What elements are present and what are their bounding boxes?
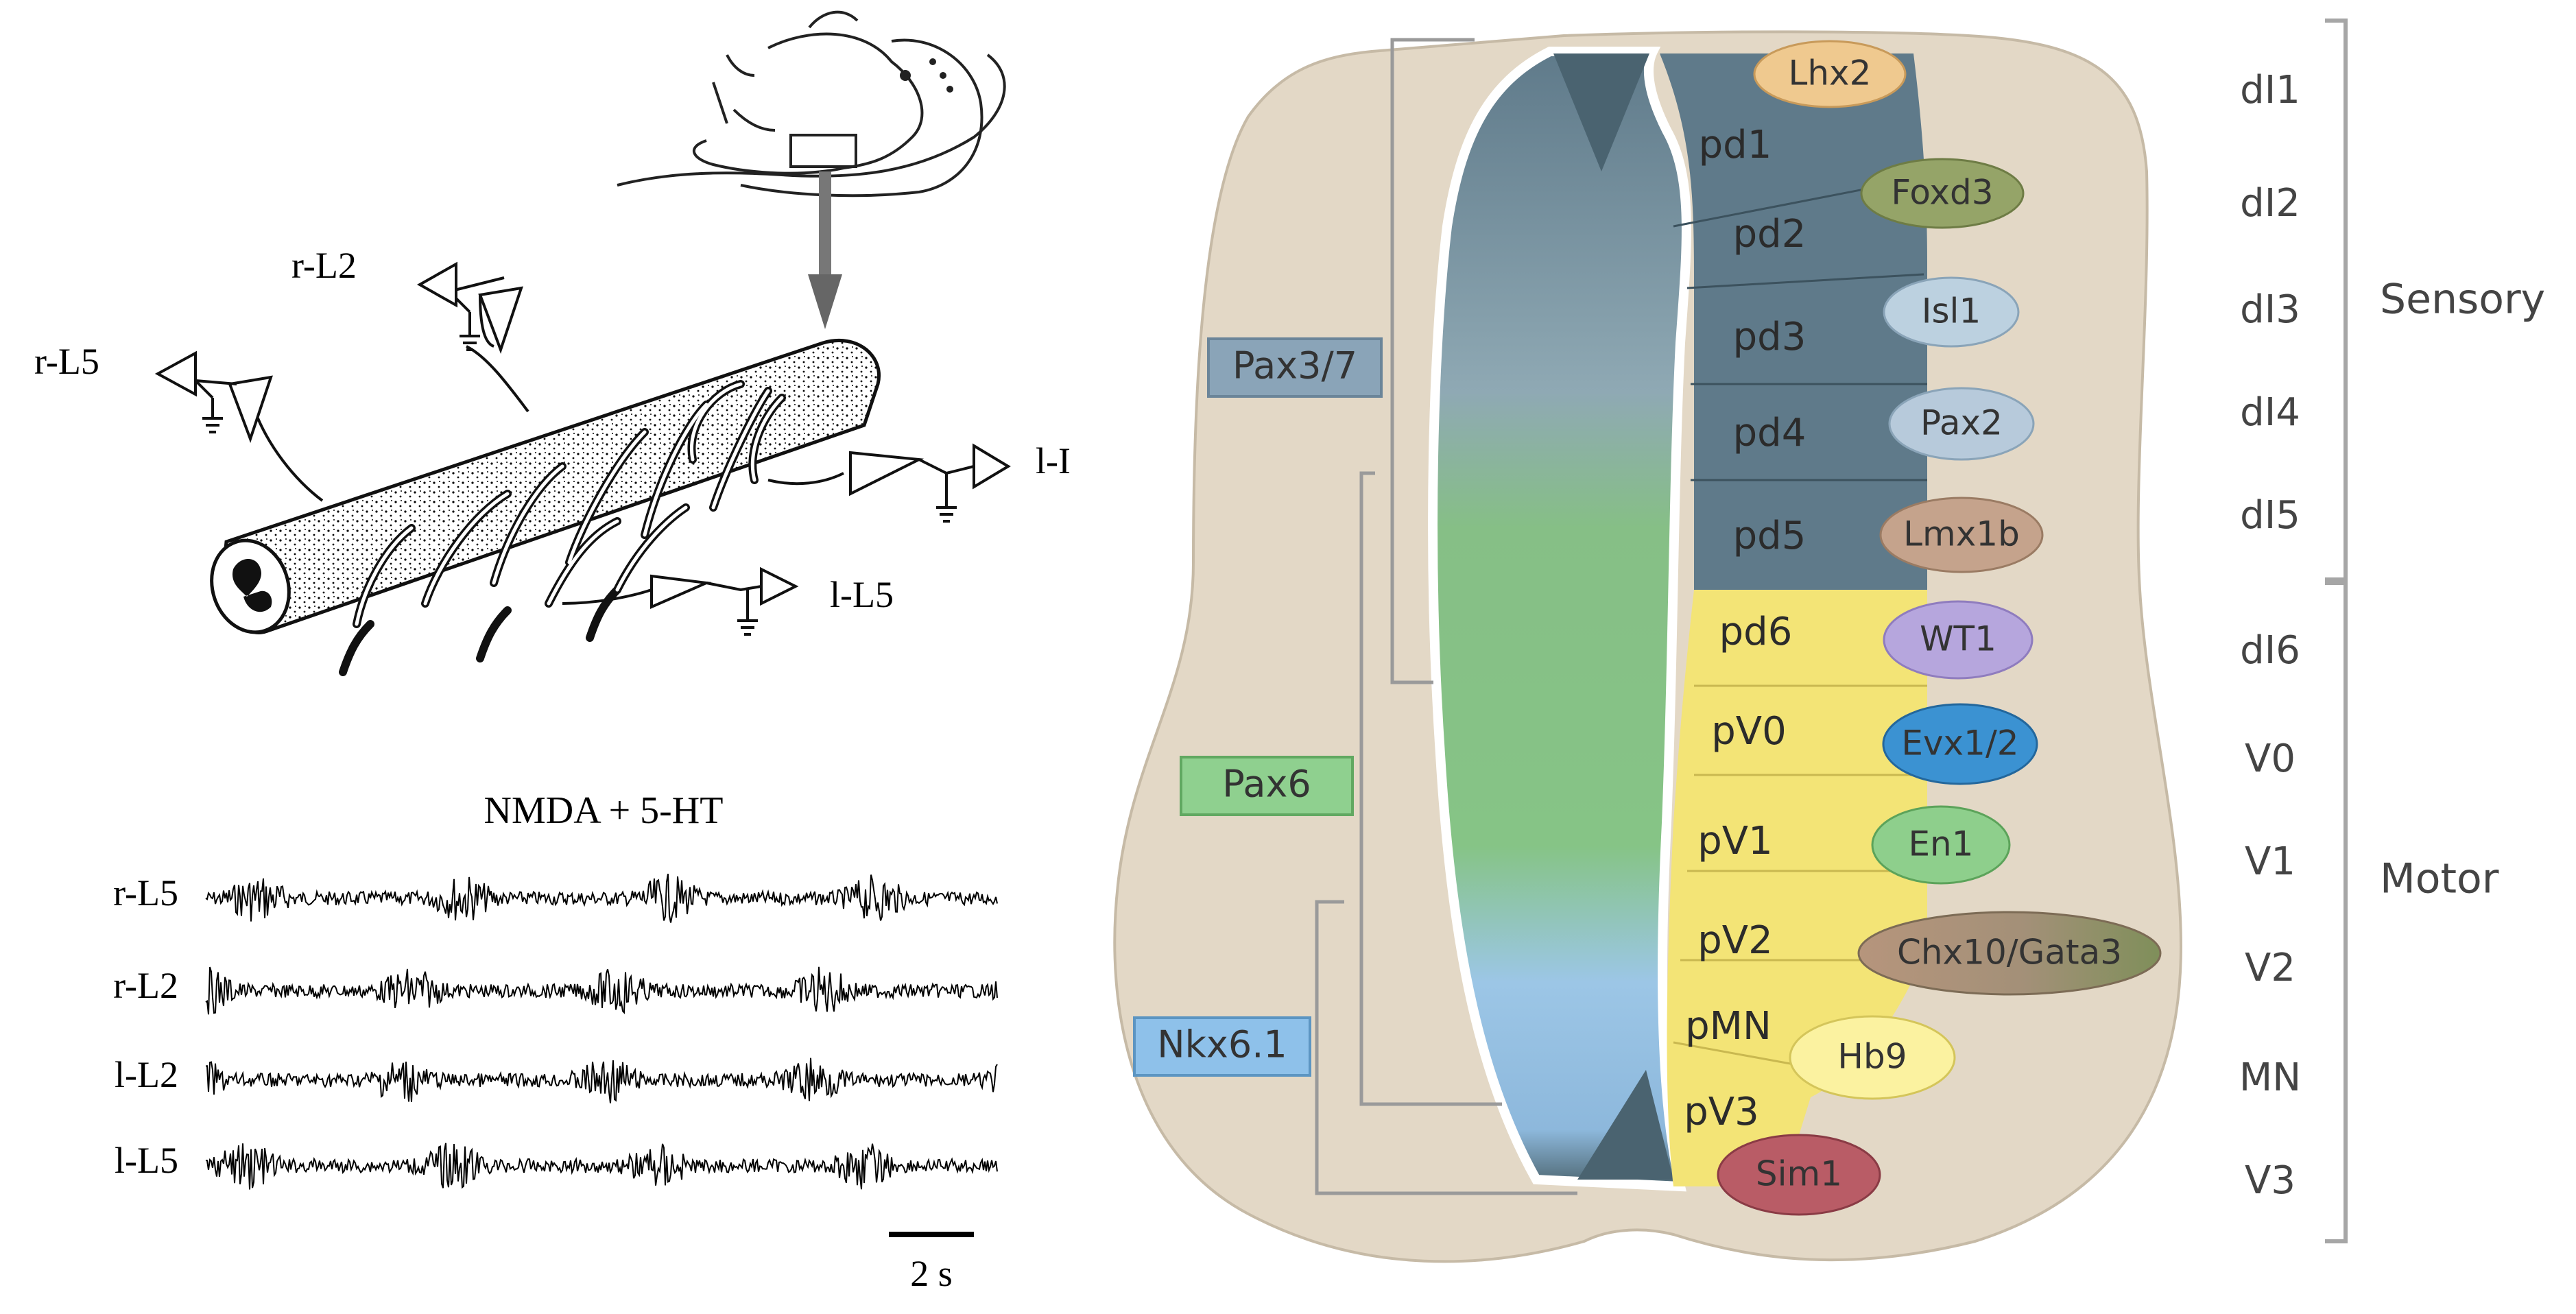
svg-text:Sim1: Sim1 xyxy=(1756,1154,1842,1194)
electrode-label-r-l2: r-L2 xyxy=(291,245,357,286)
gene-en1: En1 xyxy=(1871,805,2011,885)
svg-text:Pax2: Pax2 xyxy=(1920,403,2003,443)
electrode-label-l-l5: l-L5 xyxy=(830,574,894,615)
svg-text:En1: En1 xyxy=(1908,824,1973,864)
gene-hb9: Hb9 xyxy=(1789,1015,1956,1100)
domain-pd6: pd6 xyxy=(1719,610,1793,654)
svg-text:Evx1/2: Evx1/2 xyxy=(1901,724,2018,763)
trace-label-l-l5: l-L5 xyxy=(115,1140,178,1181)
class-di2: dI2 xyxy=(2240,181,2300,226)
domain-pd4: pd4 xyxy=(1733,411,1806,455)
group-sensory: Sensory xyxy=(2380,276,2545,324)
class-di3: dI3 xyxy=(2240,287,2300,332)
svg-text:Nkx6.1: Nkx6.1 xyxy=(1157,1023,1287,1066)
svg-text:Hb9: Hb9 xyxy=(1837,1037,1907,1077)
rat-pup-drawing xyxy=(617,10,1006,198)
domain-pmn: pMN xyxy=(1685,1004,1772,1049)
trace-label-r-l5: r-L5 xyxy=(113,872,178,913)
time-scale-label: 2 s xyxy=(910,1253,953,1294)
electrode-r-l5 xyxy=(154,350,324,502)
ventral-root-traces xyxy=(205,874,998,1190)
class-v2: V2 xyxy=(2245,946,2295,990)
tf-pax3-7: Pax3/7 xyxy=(1207,337,1383,398)
gene-wt1: WT1 xyxy=(1883,600,2034,680)
dorsal-progenitor-zone xyxy=(1660,53,1927,590)
spinal-cord-preparation-panel: r-L2 r-L5 l-I l-L5 NMDA + 5-HT r-L5 r-L2… xyxy=(34,10,1071,1294)
svg-text:Pax6: Pax6 xyxy=(1222,763,1311,806)
svg-text:Lmx1b: Lmx1b xyxy=(1903,514,2020,554)
electrode-label-r-l5: r-L5 xyxy=(34,341,99,382)
trace-l-l5 xyxy=(205,1143,998,1190)
class-v3: V3 xyxy=(2245,1158,2295,1203)
svg-text:Lhx2: Lhx2 xyxy=(1789,53,1872,93)
domain-pv0: pV0 xyxy=(1711,709,1786,754)
domain-pv2: pV2 xyxy=(1697,918,1772,963)
domain-pd3: pd3 xyxy=(1733,315,1806,359)
trace-l-l2 xyxy=(205,1058,998,1103)
class-mn: MN xyxy=(2239,1055,2301,1100)
electrode-l-i xyxy=(767,443,1011,523)
tf-nkx6-1: Nkx6.1 xyxy=(1133,1016,1311,1077)
electrode-l-l5 xyxy=(562,566,799,636)
class-v1: V1 xyxy=(2245,839,2295,884)
class-v0: V0 xyxy=(2245,737,2295,781)
svg-text:Chx10/Gata3: Chx10/Gata3 xyxy=(1897,933,2122,972)
gene-isl1: Isl1 xyxy=(1883,276,2020,348)
electrode-r-l2 xyxy=(416,261,529,413)
isolated-spinal-cord xyxy=(210,338,881,676)
domain-pv3: pV3 xyxy=(1684,1090,1758,1134)
gene-sim1: Sim1 xyxy=(1717,1134,1881,1216)
class-di1: dI1 xyxy=(2240,68,2300,112)
domain-pd1: pd1 xyxy=(1699,123,1772,167)
gene-evx1-2: Evx1/2 xyxy=(1882,703,2038,785)
gene-pax2: Pax2 xyxy=(1888,387,2035,461)
ventral-domain-boundaries xyxy=(1673,684,1927,1071)
trace-r-l2 xyxy=(205,966,998,1015)
trace-label-r-l2: r-L2 xyxy=(113,965,178,1006)
svg-text:Isl1: Isl1 xyxy=(1922,291,1981,331)
domain-pv1: pV1 xyxy=(1697,819,1772,863)
group-brackets xyxy=(2325,19,2348,1243)
gene-lmx1b: Lmx1b xyxy=(1879,497,2044,573)
svg-text:Foxd3: Foxd3 xyxy=(1891,173,1993,213)
dorsal-wedge xyxy=(1553,53,1649,171)
tf-pax6: Pax6 xyxy=(1180,756,1354,816)
svg-text:WT1: WT1 xyxy=(1920,619,1996,659)
group-motor: Motor xyxy=(2380,855,2499,903)
gene-lhx2: Lhx2 xyxy=(1753,40,1907,108)
down-arrow-icon xyxy=(808,171,842,329)
gene-chx10-gata3: Chx10/Gata3 xyxy=(1857,911,2162,996)
gene-foxd3: Foxd3 xyxy=(1860,158,2025,229)
svg-text:Pax3/7: Pax3/7 xyxy=(1232,344,1357,387)
domain-pd2: pd2 xyxy=(1733,212,1806,256)
electrode-label-l-i: l-I xyxy=(1036,440,1071,481)
ventral-wedge xyxy=(1577,1070,1673,1180)
recording-title: NMDA + 5-HT xyxy=(484,789,724,832)
domain-pd5: pd5 xyxy=(1733,514,1806,558)
trace-r-l5 xyxy=(205,874,998,923)
class-di5: dI5 xyxy=(2240,493,2300,538)
trace-label-l-l2: l-L2 xyxy=(115,1054,178,1095)
neural-tube-lumen xyxy=(1428,47,1691,1192)
neural-tube-diagram: pd1 pd2 pd3 pd4 pd5 pd6 pV0 pV1 pV2 pMN … xyxy=(1113,19,2545,1263)
class-di4: dI4 xyxy=(2240,390,2300,435)
tf-domain-brackets xyxy=(1315,38,1577,1195)
class-di6: dI6 xyxy=(2240,628,2300,673)
